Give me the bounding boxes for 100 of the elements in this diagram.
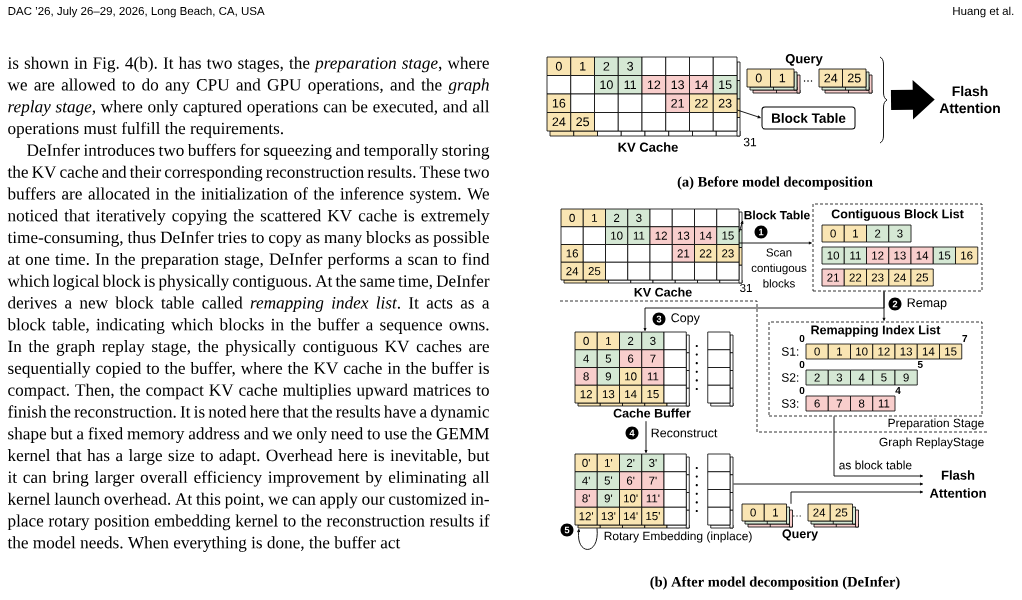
block-cell: 1 <box>570 56 595 76</box>
ellipsis: ... <box>793 515 801 517</box>
step-badge: 1 <box>754 225 768 239</box>
block-cell: 3 <box>627 208 651 228</box>
row-label: S3: <box>781 399 799 408</box>
arrow <box>736 109 761 119</box>
block-cell: 0 <box>560 208 584 228</box>
figure-caption: (b) After model decomposition (DeInfer) <box>650 576 900 590</box>
row-label: S1: <box>781 347 799 356</box>
component-label: Block Table <box>744 210 810 220</box>
component-title: KV Cache <box>618 142 678 152</box>
block-cell: 0 <box>574 331 598 351</box>
block-cell: 6 <box>805 395 829 412</box>
block-cell: 7 <box>641 349 665 368</box>
block-cell: 10' <box>619 489 643 508</box>
body-paragraph: DeInfer introduces two buffers for squeezing and temporally storing the KV cache and their corresponding reconstruction results. These two buffers are allocated in the initialization of the inference system. We noticed that iteratively copying the scattered KV cache is extremely time-consuming, thus DeInfer tries to copy as many blocks as possible at one time. In the preparation stage, DeInfer performs a scan to find which logical block is physically contiguous. At the same time, DeInfer derives a new block table called remapping index list. It acts as a block table, indicating which blocks in the buffer a sequence owns. In the graph replay stage, the physically contiguous KV caches are sequentially copied to the buffer, where the KV cache in the buffer is compact. Then, the compact KV cache multiplies upward matrices to finish the reconstruction. It is noted here that the results have a dynamic shape but a fixed memory address and we only need to use the GEMM kernel that has a large size to adapt. Overhead here is inevitable, but it can bring larger overall efficiency improvement by eliminating all kernel launch overhead. At this point, we can apply our customized in-place rotary position embedding kernel to the reconstruction results if the model needs. When everything is done, the buffer act <box>7 143 490 552</box>
block-cell: 11 <box>627 226 651 245</box>
block-cell: 13 <box>596 384 620 404</box>
running-header: DAC ’26, July 26–29, 2026, Long Beach, CA, USA <box>8 6 265 18</box>
block-cell: 10 <box>821 246 845 265</box>
stage-label: Graph ReplayStage <box>879 437 984 449</box>
block-cell: 8 <box>850 395 874 412</box>
edge-label: Scan contiugous blocks <box>751 248 807 288</box>
block-cell: 14 <box>916 343 940 360</box>
block-cell: 3 <box>888 224 912 243</box>
edge-label: Rotary Embedding (inplace) <box>604 531 752 543</box>
block-cell: 3 <box>641 331 665 351</box>
block-cell: 22 <box>689 93 714 113</box>
block-cell: 2' <box>619 453 643 473</box>
block-cell: 12' <box>574 506 598 526</box>
block-cell: 4' <box>574 471 598 490</box>
block-cell: 4 <box>850 369 874 386</box>
block-cell: 5 <box>596 349 620 368</box>
step-badge: 2 <box>888 297 902 311</box>
block-cell: 10 <box>605 226 629 245</box>
block-cell: 1 <box>770 68 795 88</box>
arrow <box>643 290 885 332</box>
block-cell: 16 <box>955 246 979 265</box>
component-title: Query <box>785 54 823 66</box>
component-label: Flash Attention <box>939 85 1000 114</box>
arrow <box>790 490 924 505</box>
block-cell: 6 <box>619 349 643 368</box>
index-mark: 4 <box>895 387 901 394</box>
index-mark: 5 <box>917 361 923 368</box>
index-mark: 0 <box>799 386 805 395</box>
component-label: Flash Attention <box>929 470 986 498</box>
block-cell: 8' <box>574 489 598 508</box>
block-cell: 2 <box>594 56 619 76</box>
block-cell: 0 <box>546 56 572 76</box>
index-mark: 0 <box>799 334 805 343</box>
block-cell: 15 <box>939 343 963 360</box>
block-cell: 1 <box>582 208 606 228</box>
arrow <box>833 415 924 478</box>
block-cell: 24 <box>807 503 831 522</box>
block-cell: 1 <box>843 224 867 243</box>
block-cell: 2 <box>866 224 890 243</box>
running-header: Huang et al. <box>953 6 1014 18</box>
block-cell: 3 <box>827 369 851 386</box>
edge-label: Copy <box>671 313 700 325</box>
block-cell: 11 <box>872 395 896 412</box>
block-cell: 12 <box>866 246 890 265</box>
block-cell: 15 <box>716 226 740 245</box>
component-title: Cache Buffer <box>613 408 691 418</box>
arrow <box>733 482 924 486</box>
block-cell: 1 <box>763 503 787 522</box>
index-mark: 0 <box>799 360 805 369</box>
block-cell: 1' <box>596 453 620 473</box>
block-cell: 3 <box>617 56 643 76</box>
edge-label: Remap <box>907 298 947 310</box>
block-cell: 25 <box>829 503 853 522</box>
edge-label: Reconstruct <box>651 428 718 438</box>
block-cell: 11' <box>641 489 665 508</box>
block-cell: 12 <box>641 75 667 95</box>
figure-caption: (a) Before model decomposition <box>677 176 873 190</box>
block-cell: 2 <box>605 208 629 228</box>
edge-label: as block table <box>839 460 912 470</box>
step-badge: 5 <box>560 523 574 537</box>
block-cell: 25 <box>910 268 934 287</box>
block-cell: 24 <box>818 68 843 88</box>
block-cell: 7' <box>641 471 665 490</box>
block-cell: 0 <box>741 503 765 522</box>
block-cell: 13 <box>665 75 690 95</box>
block-cell: 25 <box>842 68 867 88</box>
block-cell: 22 <box>694 244 718 263</box>
block-cell: 14 <box>694 226 718 245</box>
block-cell: 1 <box>827 343 851 360</box>
block-cell: 3' <box>641 453 665 473</box>
block-cell: 2 <box>805 369 829 386</box>
block-cell: 0 <box>821 224 845 243</box>
block-cell: 16 <box>546 93 572 113</box>
block-cell: 21 <box>665 93 690 113</box>
block-cell: 10 <box>594 75 619 95</box>
block-cell: 13 <box>888 246 912 265</box>
block-cell: 13' <box>596 506 620 526</box>
layer-count: 31 <box>740 283 752 293</box>
loop-arrow <box>577 527 598 550</box>
block-cell: 12 <box>574 384 598 404</box>
block-cell: 9 <box>596 367 620 386</box>
block-cell: 4 <box>574 349 598 368</box>
block-cell: 21 <box>821 268 845 287</box>
